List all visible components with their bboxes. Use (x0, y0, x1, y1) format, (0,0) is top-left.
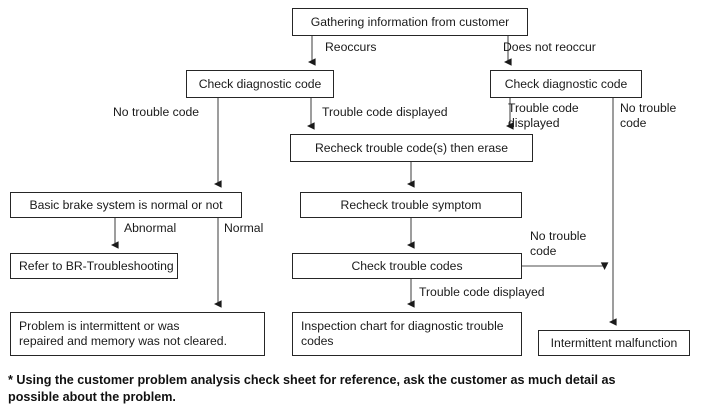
node-recheck-trouble-codes-then-erase[interactable]: Recheck trouble code(s) then erase (290, 134, 533, 162)
node-refer-to-br-troubleshooting[interactable]: Refer to BR-Troubleshooting (10, 253, 178, 279)
node-label: Gathering information from customer (310, 14, 510, 29)
edge-label-normal: Normal (224, 221, 264, 235)
edge-label-no-trouble-code-merge: No trouble code (530, 229, 587, 258)
node-check-trouble-codes[interactable]: Check trouble codes (292, 253, 522, 279)
node-label: Check trouble codes (351, 258, 463, 273)
node-label: Basic brake system is normal or not (29, 197, 223, 212)
node-intermittent-malfunction[interactable]: Intermittent malfunction (538, 330, 690, 356)
node-label: Intermittent malfunction (550, 335, 678, 350)
node-label: Inspection chart for diagnostic trouble … (301, 319, 504, 348)
edge-label-no-trouble-code-left: No trouble code (113, 105, 200, 119)
node-gathering-information[interactable]: Gathering information from customer (292, 8, 528, 36)
node-basic-brake-system-normal-or-not[interactable]: Basic brake system is normal or not (10, 192, 242, 218)
node-check-diagnostic-code-right[interactable]: Check diagnostic code (490, 70, 642, 98)
node-recheck-trouble-symptom[interactable]: Recheck trouble symptom (300, 192, 522, 218)
node-label: Recheck trouble symptom (340, 197, 482, 212)
edge-label-abnormal: Abnormal (124, 221, 177, 235)
edge-label-does-not-reoccur: Does not reoccur (503, 40, 596, 54)
edge-label-trouble-code-displayed-middle: Trouble code displayed (322, 105, 448, 119)
edge-label-no-trouble-code-right: No trouble code (620, 101, 677, 130)
node-check-diagnostic-code-left[interactable]: Check diagnostic code (186, 70, 334, 98)
edge-label-trouble-code-displayed-right: Trouble code displayed (508, 101, 579, 130)
node-label: Problem is intermittent or was repaired … (19, 319, 227, 348)
node-label: Check diagnostic code (198, 76, 322, 91)
node-inspection-chart-for-dtc[interactable]: Inspection chart for diagnostic trouble … (292, 312, 522, 356)
node-label: Refer to BR-Troubleshooting (19, 258, 174, 273)
edge-label-trouble-code-displayed-bottom: Trouble code displayed (419, 285, 545, 299)
edge-label-reoccurs: Reoccurs (325, 40, 377, 54)
node-label: Check diagnostic code (504, 76, 628, 91)
footnote: * Using the customer problem analysis ch… (8, 373, 616, 404)
node-label: Recheck trouble code(s) then erase (314, 140, 509, 155)
node-problem-is-intermittent[interactable]: Problem is intermittent or was repaired … (10, 312, 265, 356)
